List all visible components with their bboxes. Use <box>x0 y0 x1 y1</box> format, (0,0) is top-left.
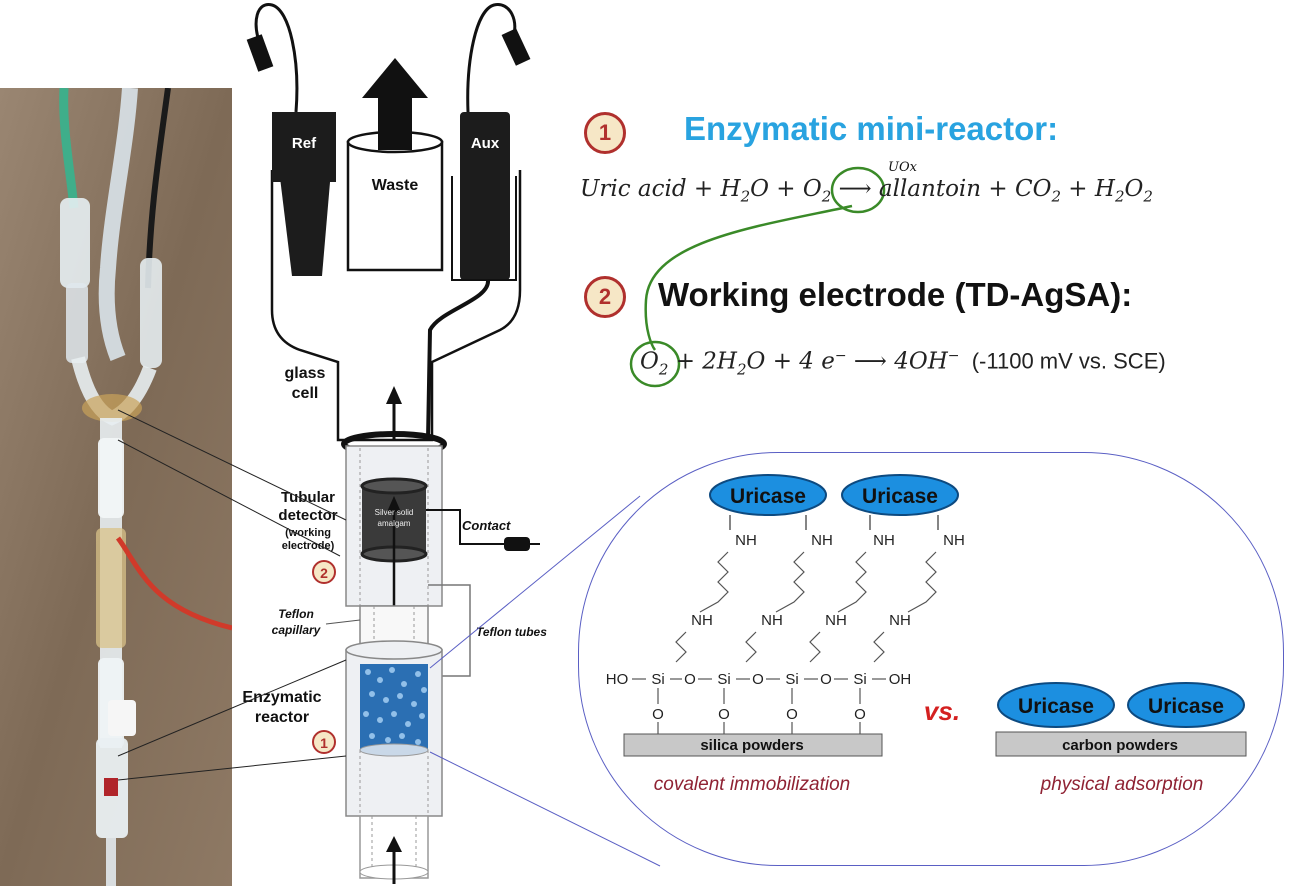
marker-2 <box>312 560 336 584</box>
svg-text:O: O <box>854 706 866 723</box>
marker-1 <box>312 730 336 754</box>
aux-cable <box>466 3 517 113</box>
aux-plug <box>501 28 531 66</box>
contact-label: Contact <box>462 518 511 533</box>
svg-text:O: O <box>718 706 730 723</box>
svg-text:Si: Si <box>853 671 866 688</box>
reaction2-title: Working electrode (TD-AgSA): <box>658 276 1133 313</box>
svg-text:carbon powders: carbon powders <box>1062 737 1178 754</box>
svg-text:1: 1 <box>320 735 328 751</box>
svg-text:O: O <box>684 671 696 688</box>
uricase-covalent-1 <box>709 474 827 516</box>
teflon-tubes-label: Teflon tubes <box>476 625 547 639</box>
teflon-capillary-label-1: Teflon <box>278 607 314 621</box>
svg-text:O: O <box>752 671 764 688</box>
svg-text:NH: NH <box>761 612 783 629</box>
svg-text:Si: Si <box>717 671 730 688</box>
ref-label: Ref <box>292 135 317 152</box>
uricase-adsorbed-1 <box>997 682 1115 728</box>
ref-cable <box>254 3 299 113</box>
tubular-label-2: detector <box>278 507 337 524</box>
tubular-label-1: Tubular <box>281 489 335 506</box>
working-label-2: electrode) <box>282 540 335 552</box>
svg-text:O: O <box>820 671 832 688</box>
reaction1-equation: Uric acid + H2O + O2 ⟶ allantoin + CO2 +… <box>580 176 1153 206</box>
svg-text:Uricase: Uricase <box>730 485 806 508</box>
o2-circle-2 <box>629 340 681 388</box>
svg-text:NH: NH <box>691 612 713 629</box>
svg-text:HO: HO <box>606 671 629 688</box>
svg-text:O: O <box>652 706 664 723</box>
svg-text:O: O <box>786 706 798 723</box>
contact-plug <box>504 537 530 551</box>
ref-plug <box>246 34 274 72</box>
svg-text:NH: NH <box>889 612 911 629</box>
uricase-adsorbed-2 <box>1127 682 1245 728</box>
svg-text:Uricase: Uricase <box>862 485 938 508</box>
svg-text:2: 2 <box>320 565 328 581</box>
svg-text:NH: NH <box>873 532 895 549</box>
silica-bar <box>623 733 883 757</box>
svg-text:NH: NH <box>735 532 757 549</box>
o2-circle-1 <box>830 166 886 214</box>
reaction2-equation: O2 + 2H2O + 4 e− ⟶ 4OH− (-1100 mV vs. SC… <box>640 348 1166 379</box>
enzymatic-label-2: reactor <box>255 709 309 726</box>
svg-text:Si: Si <box>651 671 664 688</box>
svg-text:NH: NH <box>811 532 833 549</box>
svg-text:Si: Si <box>785 671 798 688</box>
svg-text:silica powders: silica powders <box>700 737 803 754</box>
enzymatic-label-1: Enzymatic <box>242 689 321 706</box>
physical-caption: physical adsorption <box>1040 774 1204 795</box>
immobilization-detail <box>578 452 1284 866</box>
waste-cylinder <box>346 140 444 272</box>
svg-text:Uricase: Uricase <box>1148 695 1224 718</box>
enzyme-label: UOx <box>888 160 917 175</box>
aux-label: Aux <box>471 135 500 152</box>
silver-label-2: amalgam <box>378 519 411 528</box>
step-2-badge: 2 <box>584 276 626 318</box>
carbon-bar <box>995 731 1247 757</box>
svg-text:OH: OH <box>889 671 912 688</box>
working-label-1: (working <box>285 527 331 539</box>
oxygen-link <box>644 204 853 351</box>
waste-label: Waste <box>372 177 419 194</box>
svg-text:NH: NH <box>943 532 965 549</box>
vs-label: vs. <box>924 696 960 726</box>
svg-text:NH: NH <box>825 612 847 629</box>
glass-cell <box>270 170 522 442</box>
immobilization-schematic: Uricase Uricase NH NH NH NH NH NH NH NH … <box>606 474 1247 795</box>
uricase-covalent-2 <box>841 474 959 516</box>
aux-electrode <box>460 112 510 280</box>
device-photo <box>0 88 232 886</box>
teflon-capillary-label-2: capillary <box>272 623 322 637</box>
covalent-caption: covalent immobilization <box>654 774 850 795</box>
step-1-badge: 1 <box>584 112 626 154</box>
waste-arrow <box>362 58 428 150</box>
silver-label-1: Silver solid <box>375 508 414 517</box>
reaction1-title: Enzymatic mini-reactor: <box>684 110 1059 147</box>
svg-text:Uricase: Uricase <box>1018 695 1094 718</box>
